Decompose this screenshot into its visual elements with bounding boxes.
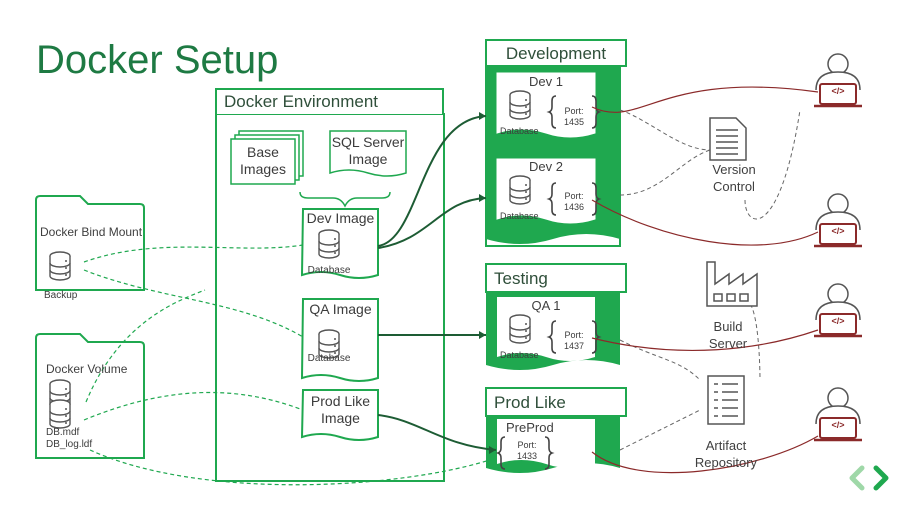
build-server-label: Build Server [708, 319, 748, 351]
dev1-port-label: Port: [564, 106, 584, 116]
developer-4-icon [812, 386, 864, 442]
dev1-name: Dev 1 [529, 74, 563, 89]
preprod-port: 1433 [516, 451, 538, 461]
deploy-connectors [377, 115, 497, 451]
preprod-port-label: Port: [517, 440, 537, 450]
development-label: Development [505, 44, 607, 63]
testing-label: Testing [494, 269, 548, 288]
dev2-port-label: Port: [564, 191, 584, 201]
preprod-name: PreProd [506, 420, 554, 435]
developer-3-icon [812, 282, 864, 338]
qa-image-label: QA Image [309, 301, 372, 317]
dev2-card [496, 158, 596, 224]
connector-arrowheads [479, 112, 496, 454]
prod-like-image-shape [300, 389, 379, 441]
artifact-repository-icon [707, 375, 745, 425]
qa1-port: 1437 [563, 341, 585, 351]
bind-mount-label: Docker Bind Mount [40, 225, 143, 239]
volume-file-mdf: DB.mdf [46, 427, 80, 438]
preprod-card [497, 419, 595, 468]
version-control-icon [709, 117, 747, 161]
docker-environment-label: Docker Environment [224, 92, 379, 111]
dev-image-label: Dev Image [306, 210, 375, 226]
qa1-port-label: Port: [564, 330, 584, 340]
dev1-laptop-glyph: </> [831, 86, 845, 96]
bind-mount-db-label: Backup [44, 290, 78, 301]
qa-image-db-label: Database [307, 353, 351, 364]
sql-server-image-label: SQL Server Image [331, 134, 405, 167]
build-server-icon [706, 261, 758, 307]
dev2-db-label: Database [500, 211, 539, 221]
dev1-port: 1435 [563, 117, 585, 127]
artifact-repository-label: Artifact Repository [694, 438, 758, 470]
prod-like-label: Prod Like [494, 393, 566, 412]
tool-dashed-lines [619, 109, 801, 451]
dev2-name: Dev 2 [529, 159, 563, 174]
sql-server-image-shape [329, 130, 407, 177]
qa-image-shape [300, 298, 379, 382]
volume-file-ldf: DB_log.ldf [46, 439, 93, 450]
dev2-laptop-glyph: </> [831, 226, 845, 236]
developer-1-icon [812, 52, 864, 108]
docker-environment-tab [215, 88, 444, 114]
developer-lines [591, 86, 819, 474]
base-images-label: Base Images [240, 144, 286, 177]
prod-like-image-label: Prod Like Image [310, 393, 371, 426]
version-control-label: Version Control [712, 162, 756, 194]
dev1-card [496, 72, 596, 138]
base-images-stack [230, 130, 304, 185]
dev4-laptop-glyph: </> [831, 420, 845, 430]
development-header [485, 39, 627, 67]
dev1-db-label: Database [500, 126, 539, 136]
dev-image-db-label: Database [307, 265, 351, 276]
qa1-db-label: Database [500, 350, 539, 360]
dev2-port: 1436 [563, 202, 585, 212]
page-title: Docker Setup [36, 38, 279, 82]
qa1-name: QA 1 [531, 298, 561, 313]
developer-2-icon [812, 192, 864, 248]
combine-brace [299, 191, 391, 208]
port-braces [495, 95, 602, 470]
volume-label: Docker Volume [46, 362, 128, 376]
dev3-laptop-glyph: </> [831, 316, 845, 326]
qa1-card [497, 297, 595, 361]
dev-image-shape [300, 208, 379, 279]
chevrons-logo [849, 465, 889, 491]
mount-dashed-lines [83, 244, 497, 486]
